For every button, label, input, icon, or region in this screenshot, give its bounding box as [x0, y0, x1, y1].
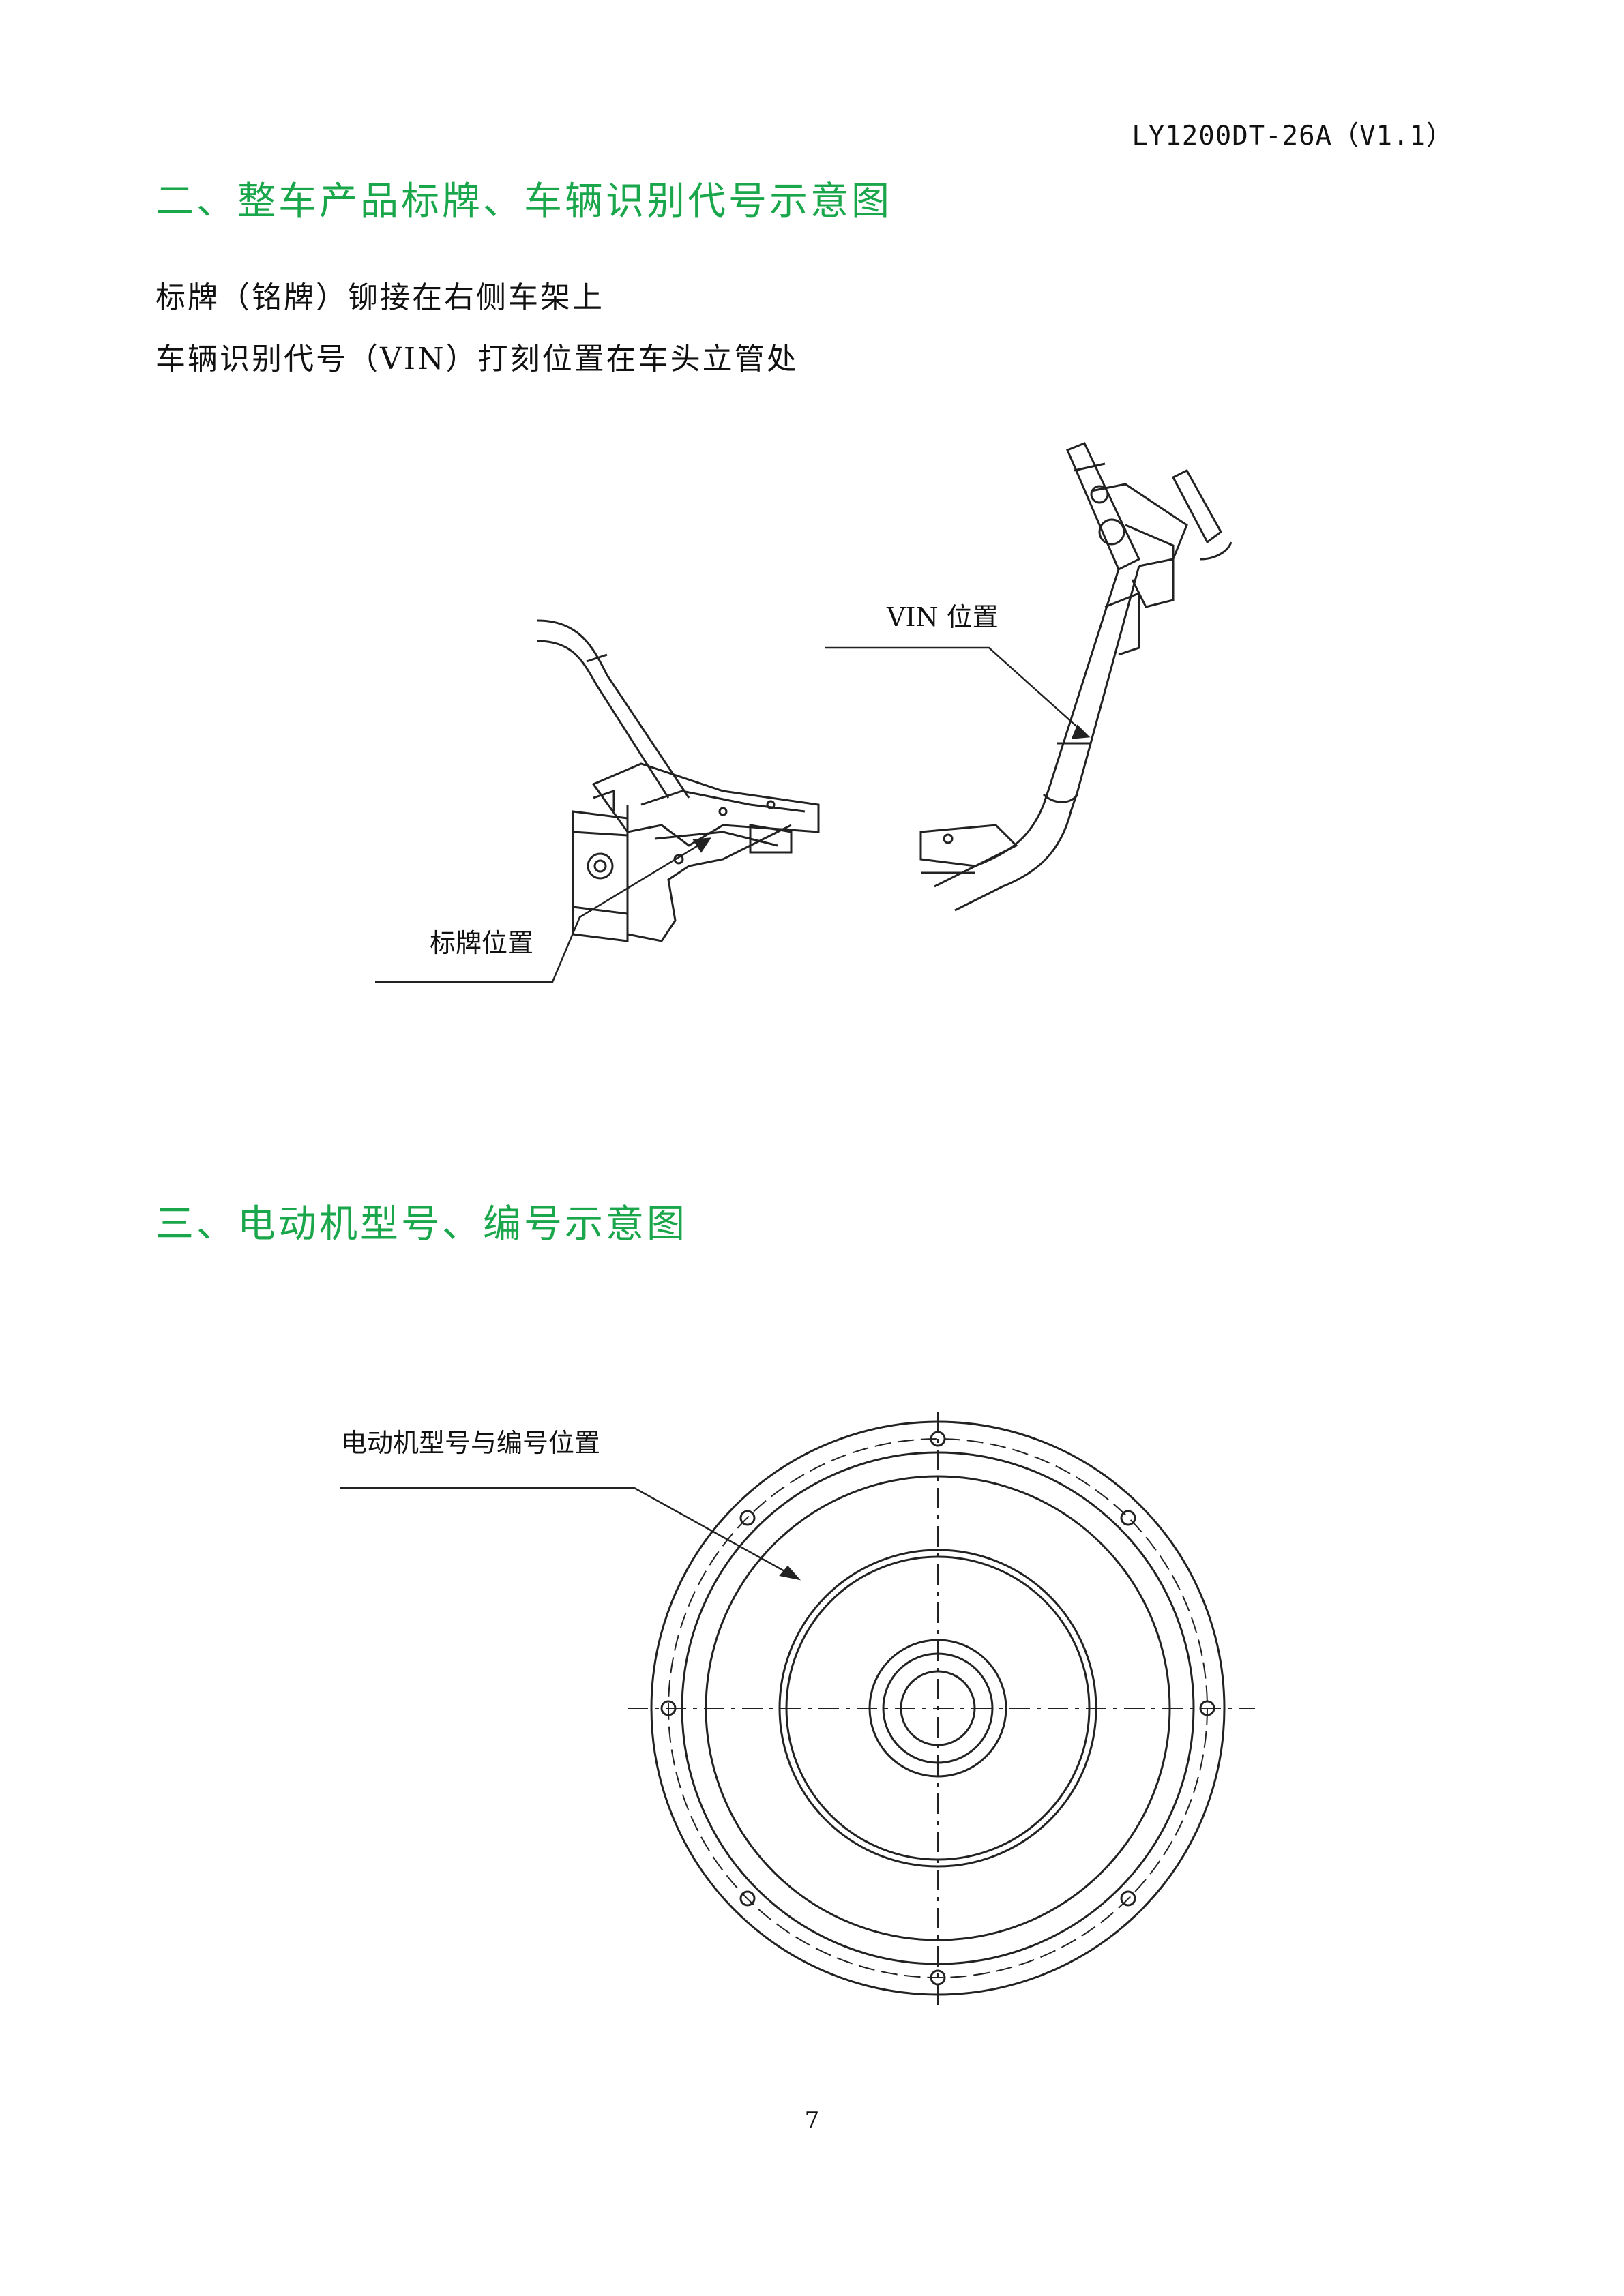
- section-2-title: 二、整车产品标牌、车辆识别代号示意图: [156, 179, 892, 224]
- frame-plate-drawing: [368, 600, 846, 996]
- motor-position-label: 电动机型号与编号位置: [341, 1428, 601, 1458]
- plate-position-label: 标牌位置: [430, 928, 534, 958]
- section-3-title: 三、电动机型号、编号示意图: [156, 1202, 688, 1247]
- frame-vin-drawing: [818, 423, 1269, 914]
- document-code: LY1200DT-26A（V1.1）: [1132, 121, 1453, 151]
- vin-position-label: VIN 位置: [887, 602, 999, 632]
- plate-description: 标牌（铭牌）铆接在右侧车架上: [156, 280, 604, 315]
- page-number: 7: [804, 2107, 820, 2134]
- vin-description: 车辆识别代号（VIN）打刻位置在车头立管处: [156, 342, 799, 376]
- motor-drawing: [334, 1412, 1289, 2012]
